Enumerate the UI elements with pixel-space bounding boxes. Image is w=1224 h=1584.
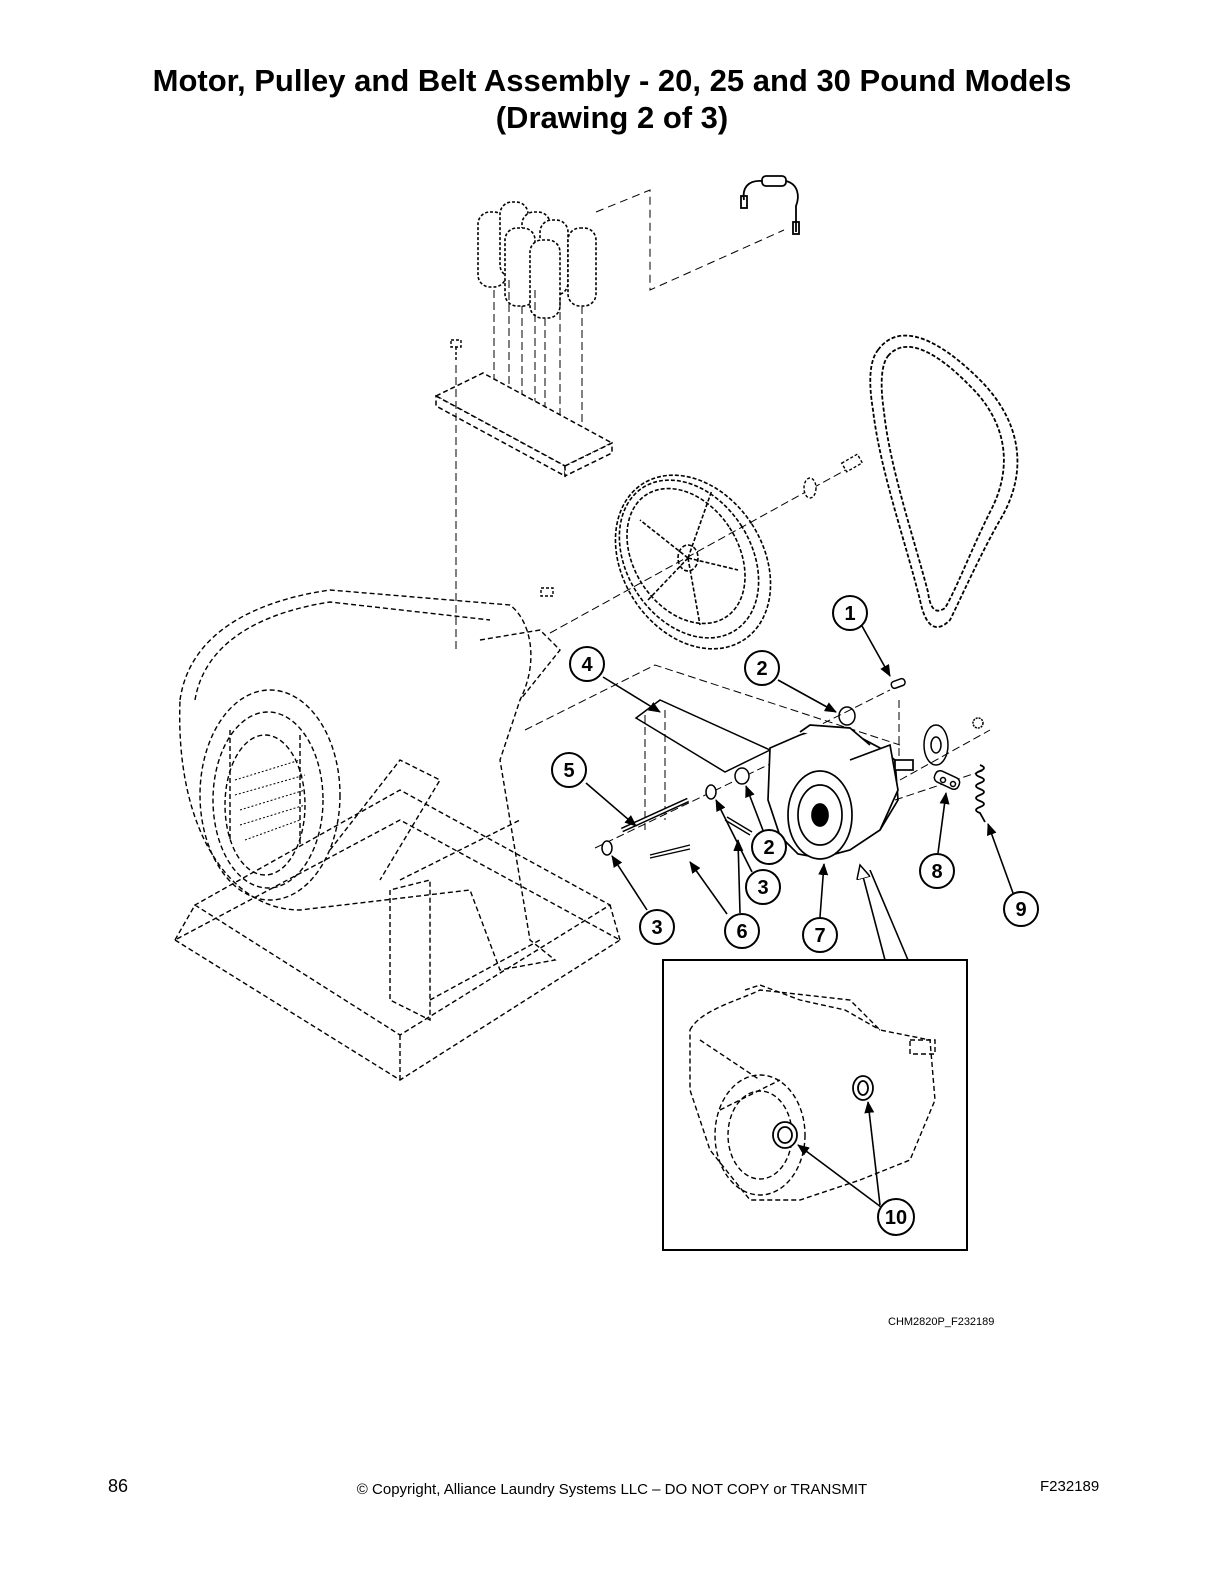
- callout-5: 5: [551, 752, 587, 788]
- retaining-washers: [601, 784, 717, 856]
- callout-8: 8: [919, 853, 955, 889]
- svg-text:7: 7: [814, 925, 825, 947]
- capacitor-bracket: [434, 372, 614, 478]
- wire-harness: [740, 175, 800, 235]
- mount-leader-line: [524, 664, 901, 746]
- page-number: 86: [108, 1476, 129, 1496]
- callout-2-top: 2: [744, 650, 780, 686]
- bushings: [734, 706, 856, 785]
- svg-text:4: 4: [581, 654, 593, 676]
- drive-belt: [869, 334, 1019, 628]
- capacitor-group: [477, 201, 597, 319]
- motor-mount-plate: [634, 699, 772, 773]
- svg-text:3: 3: [757, 877, 768, 899]
- detail-bearings: [772, 1075, 874, 1149]
- motor-pulley: [923, 717, 984, 766]
- detail-pointer: [860, 865, 886, 961]
- drawing-id: CHM2820P_F232189: [888, 1316, 995, 1328]
- callout-9: 9: [1003, 891, 1039, 927]
- svg-text:10: 10: [885, 1207, 907, 1229]
- drive-motor: [767, 724, 914, 860]
- svg-text:1: 1: [844, 603, 855, 625]
- cotter-pins: [649, 816, 753, 859]
- svg-text:9: 9: [1015, 899, 1026, 921]
- perforation-pattern: [234, 759, 306, 841]
- page-subtitle: (Drawing 2 of 3): [495, 100, 729, 135]
- detail-inset-box: [662, 959, 968, 1251]
- callout-2-bottom: 2: [751, 829, 787, 865]
- large-pulley: [614, 474, 772, 650]
- svg-text:2: 2: [756, 658, 767, 680]
- svg-text:8: 8: [931, 861, 942, 883]
- callout-3-left: 3: [639, 909, 675, 945]
- form-number: F232189: [1040, 1478, 1100, 1495]
- tension-spring: [975, 764, 986, 823]
- page-title: Motor, Pulley and Belt Assembly - 20, 25…: [152, 63, 1072, 98]
- detail-leaders: [797, 1101, 886, 1211]
- callout-7: 7: [802, 917, 838, 953]
- motor-key: [890, 677, 906, 690]
- svg-text:5: 5: [563, 760, 574, 782]
- callout-leaders: [585, 625, 1014, 918]
- pulley-washer: [803, 453, 864, 499]
- spring-clip: [933, 769, 961, 791]
- svg-text:2: 2: [763, 837, 774, 859]
- copyright-notice: © Copyright, Alliance Laundry Systems LL…: [356, 1481, 868, 1498]
- dryer-drum-housing: [173, 589, 622, 1081]
- svg-text:3: 3: [651, 917, 662, 939]
- bracket-screw: [450, 339, 462, 362]
- small-key: [540, 587, 554, 597]
- callout-1: 1: [832, 595, 868, 631]
- callout-4: 4: [569, 646, 605, 682]
- callout-6: 6: [724, 913, 760, 949]
- svg-text:6: 6: [736, 921, 747, 943]
- harness-leader-line: [595, 189, 785, 291]
- callout-10: 10: [877, 1198, 915, 1236]
- callout-3-right: 3: [745, 869, 781, 905]
